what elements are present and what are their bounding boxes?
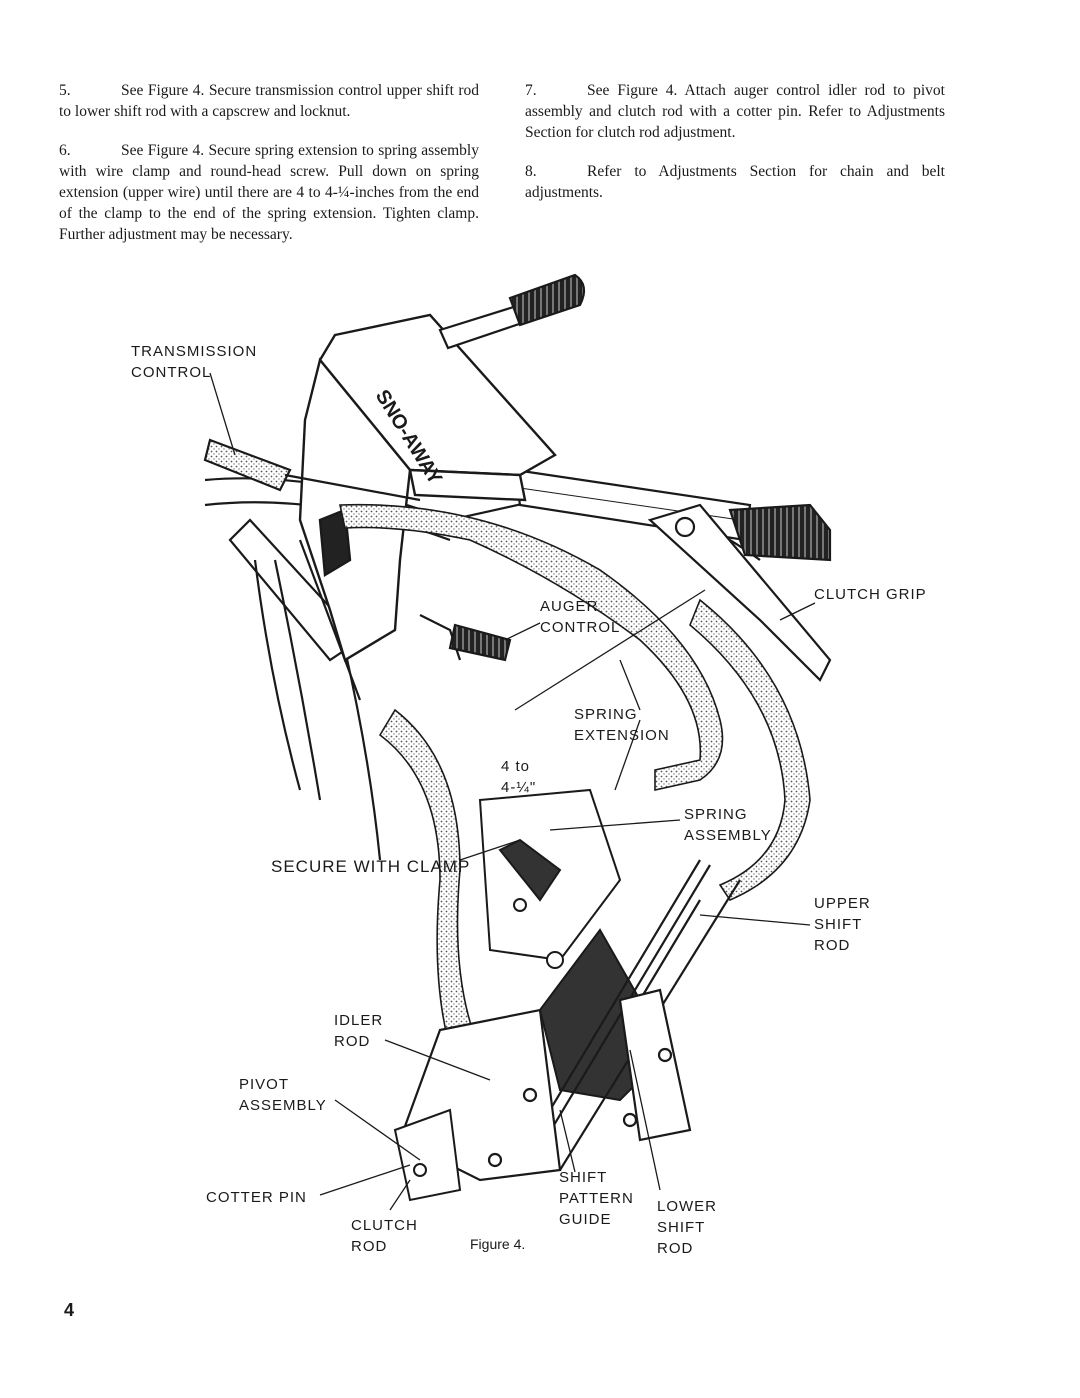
top-handle — [438, 273, 586, 350]
control-box: SNO-AWAY — [298, 313, 557, 662]
label-upper-shift-rod: UPPER SHIFT ROD — [814, 895, 871, 954]
label-clutch-grip: CLUTCH GRIP — [814, 586, 927, 603]
instructions-left-column: 5.See Figure 4. Secure transmission cont… — [59, 80, 479, 263]
instructions-right-column: 7.See Figure 4. Attach auger control idl… — [525, 80, 945, 221]
spring-extension-cable — [339, 503, 811, 1067]
pivot-assembly — [393, 1108, 462, 1202]
step-8: 8.Refer to Adjustments Section for chain… — [525, 163, 945, 201]
right-hand-grip — [728, 503, 832, 562]
label-transmission-control: TRANSMISSION CONTROL — [131, 343, 258, 381]
auger-control-lever — [419, 614, 512, 662]
label-auger-control: AUGER CONTROL — [540, 598, 621, 636]
label-pivot-assembly: PIVOT ASSEMBLY — [239, 1076, 327, 1114]
label-clutch-rod: CLUTCH ROD — [351, 1217, 418, 1255]
label-idler-rod: IDLER ROD — [334, 1012, 384, 1050]
clutch-grip-lever — [647, 503, 832, 682]
label-measure: 4 to 4-¼" — [501, 758, 537, 796]
transmission-lever — [203, 438, 421, 502]
step-7: 7.See Figure 4. Attach auger control idl… — [525, 82, 945, 141]
label-spring-assembly: SPRING ASSEMBLY — [684, 806, 772, 844]
step-5: 5.See Figure 4. Secure transmission cont… — [59, 82, 479, 120]
figure-caption: Figure 4. — [470, 1236, 526, 1252]
label-spring-extension: SPRING EXTENSION — [574, 706, 670, 744]
label-lower-shift-rod: LOWER SHIFT ROD — [657, 1198, 718, 1257]
leader-lines — [209, 372, 816, 1211]
label-secure-with-clamp: SECURE WITH CLAMP — [271, 857, 471, 876]
page-number: 4 — [64, 1300, 75, 1320]
step-6: 6.See Figure 4. Secure spring extension … — [59, 142, 479, 243]
label-shift-pattern-guide: SHIFT PATTERN GUIDE — [559, 1169, 634, 1228]
label-cotter-pin: COTTER PIN — [206, 1189, 307, 1206]
